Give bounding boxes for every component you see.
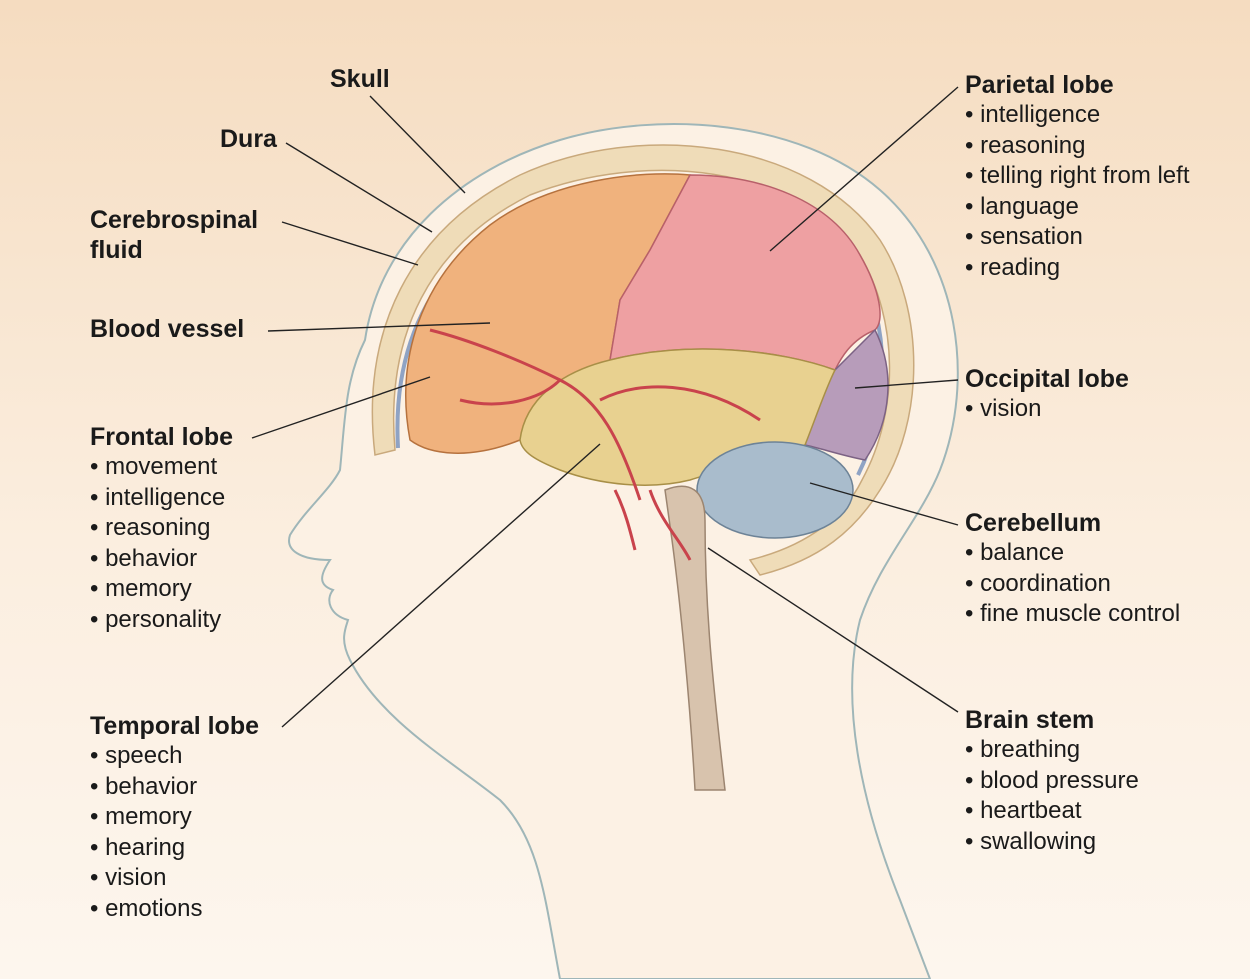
temporal-lobe-label: Temporal lobe speech behavior memory hea… xyxy=(90,711,259,924)
parietal-function-item: telling right from left xyxy=(965,161,1190,192)
frontal-function-item: personality xyxy=(90,605,233,636)
cerebellum-label: Cerebellum balance coordination fine mus… xyxy=(965,508,1180,630)
occipital-function-item: vision xyxy=(965,394,1129,425)
parietal-function-item: reading xyxy=(965,253,1190,284)
cerebellum-title: Cerebellum xyxy=(965,508,1180,538)
brain-stem-title: Brain stem xyxy=(965,705,1139,735)
temporal-function-item: hearing xyxy=(90,833,259,864)
cerebellum-function-item: coordination xyxy=(965,569,1180,600)
skull-leader xyxy=(370,96,465,193)
dura-leader xyxy=(286,143,432,232)
brain-stem-function-item: swallowing xyxy=(965,827,1139,858)
csf-title-line2: fluid xyxy=(90,235,258,265)
cerebellum xyxy=(697,442,853,538)
temporal-function-item: vision xyxy=(90,863,259,894)
blood-vessel-title: Blood vessel xyxy=(90,314,244,344)
brain-stem-function-item: heartbeat xyxy=(965,796,1139,827)
cerebrospinal-fluid-label: Cerebrospinal fluid xyxy=(90,205,258,265)
cerebellum-function-item: fine muscle control xyxy=(965,599,1180,630)
frontal-function-item: intelligence xyxy=(90,483,233,514)
frontal-function-item: behavior xyxy=(90,544,233,575)
parietal-function-item: reasoning xyxy=(965,131,1190,162)
brain-stem-function-item: breathing xyxy=(965,735,1139,766)
occipital-lobe-label: Occipital lobe vision xyxy=(965,364,1129,425)
temporal-lobe-title: Temporal lobe xyxy=(90,711,259,741)
frontal-lobe-label: Frontal lobe movement intelligence reaso… xyxy=(90,422,233,635)
temporal-function-item: behavior xyxy=(90,772,259,803)
frontal-lobe-title: Frontal lobe xyxy=(90,422,233,452)
parietal-function-item: language xyxy=(965,192,1190,223)
blood-vessel-label: Blood vessel xyxy=(90,314,244,344)
occipital-lobe-title: Occipital lobe xyxy=(965,364,1129,394)
brain-stem-function-item: blood pressure xyxy=(965,766,1139,797)
parietal-lobe-title: Parietal lobe xyxy=(965,70,1190,100)
dura-label: Dura xyxy=(220,124,277,154)
cerebellum-function-item: balance xyxy=(965,538,1180,569)
frontal-function-item: reasoning xyxy=(90,513,233,544)
temporal-function-item: memory xyxy=(90,802,259,833)
skull-label: Skull xyxy=(330,64,390,94)
dura-title: Dura xyxy=(220,124,277,154)
temporal-function-item: emotions xyxy=(90,894,259,925)
csf-leader xyxy=(282,222,418,265)
skull-title: Skull xyxy=(330,64,390,94)
frontal-function-item: memory xyxy=(90,574,233,605)
parietal-function-item: sensation xyxy=(965,222,1190,253)
frontal-function-item: movement xyxy=(90,452,233,483)
temporal-function-item: speech xyxy=(90,741,259,772)
parietal-lobe-label: Parietal lobe intelligence reasoning tel… xyxy=(965,70,1190,283)
brain-stem-label: Brain stem breathing blood pressure hear… xyxy=(965,705,1139,857)
parietal-function-item: intelligence xyxy=(965,100,1190,131)
csf-title-line1: Cerebrospinal xyxy=(90,205,258,235)
